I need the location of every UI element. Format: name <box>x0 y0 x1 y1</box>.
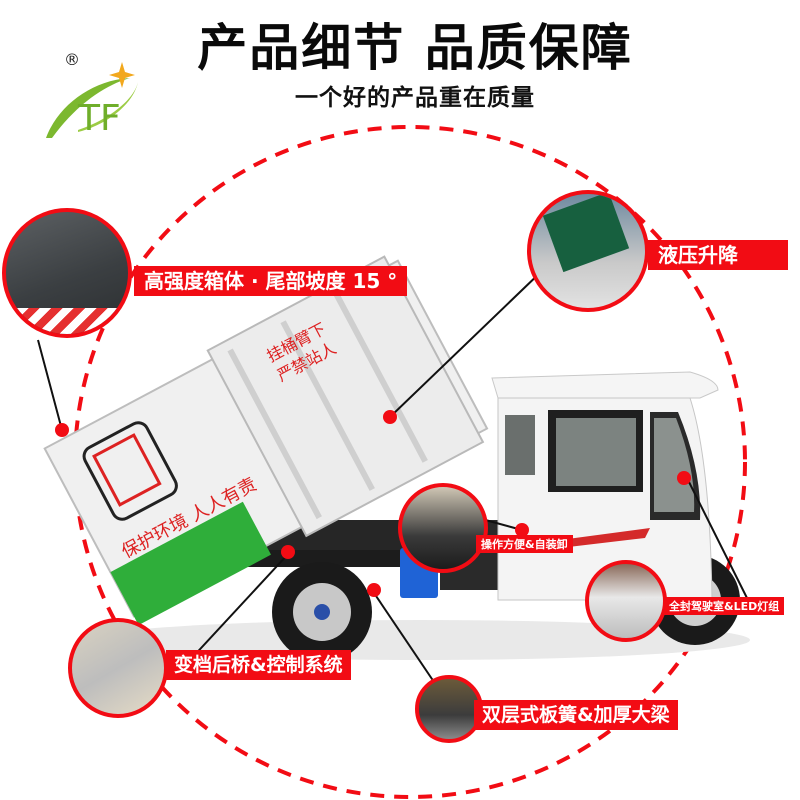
callout-hydraulic-lift: 液压升降 <box>648 240 788 270</box>
brand-logo: ® TF <box>38 50 148 140</box>
thumb-leaf-spring <box>415 675 483 743</box>
thumb-control-levers <box>398 483 488 573</box>
rear-wheel <box>272 562 372 662</box>
callout-rear-axle: 变档后桥&控制系统 <box>166 650 351 680</box>
thumb-steel-panel <box>2 208 132 338</box>
thumb-hydraulic-lift <box>527 190 649 312</box>
registered-mark: ® <box>64 50 80 69</box>
dashed-guide-circle <box>73 125 747 799</box>
anchor-dots <box>55 410 691 597</box>
callout-cab-led: 全封驾驶室&LED灯组 <box>664 597 785 615</box>
garbage-box: 保护环境 人人有责 挂桶臂下 严禁站人 <box>43 255 489 626</box>
thumb-rear-axle <box>68 618 168 718</box>
cab <box>491 371 719 601</box>
page-title: 产品细节 品质保障 <box>197 19 633 77</box>
tf-swoosh-icon: TF <box>46 62 138 139</box>
callout-controls: 操作方便&自装卸 <box>476 535 573 553</box>
page-subtitle: 一个好的产品重在质量 <box>295 85 535 111</box>
thumb-headlights <box>585 560 667 642</box>
callout-box-strength: 高强度箱体 · 尾部坡度 15 ° <box>134 266 408 296</box>
svg-text:TF: TF <box>77 98 121 139</box>
callout-leaf-spring: 双层式板簧&加厚大梁 <box>474 700 678 730</box>
